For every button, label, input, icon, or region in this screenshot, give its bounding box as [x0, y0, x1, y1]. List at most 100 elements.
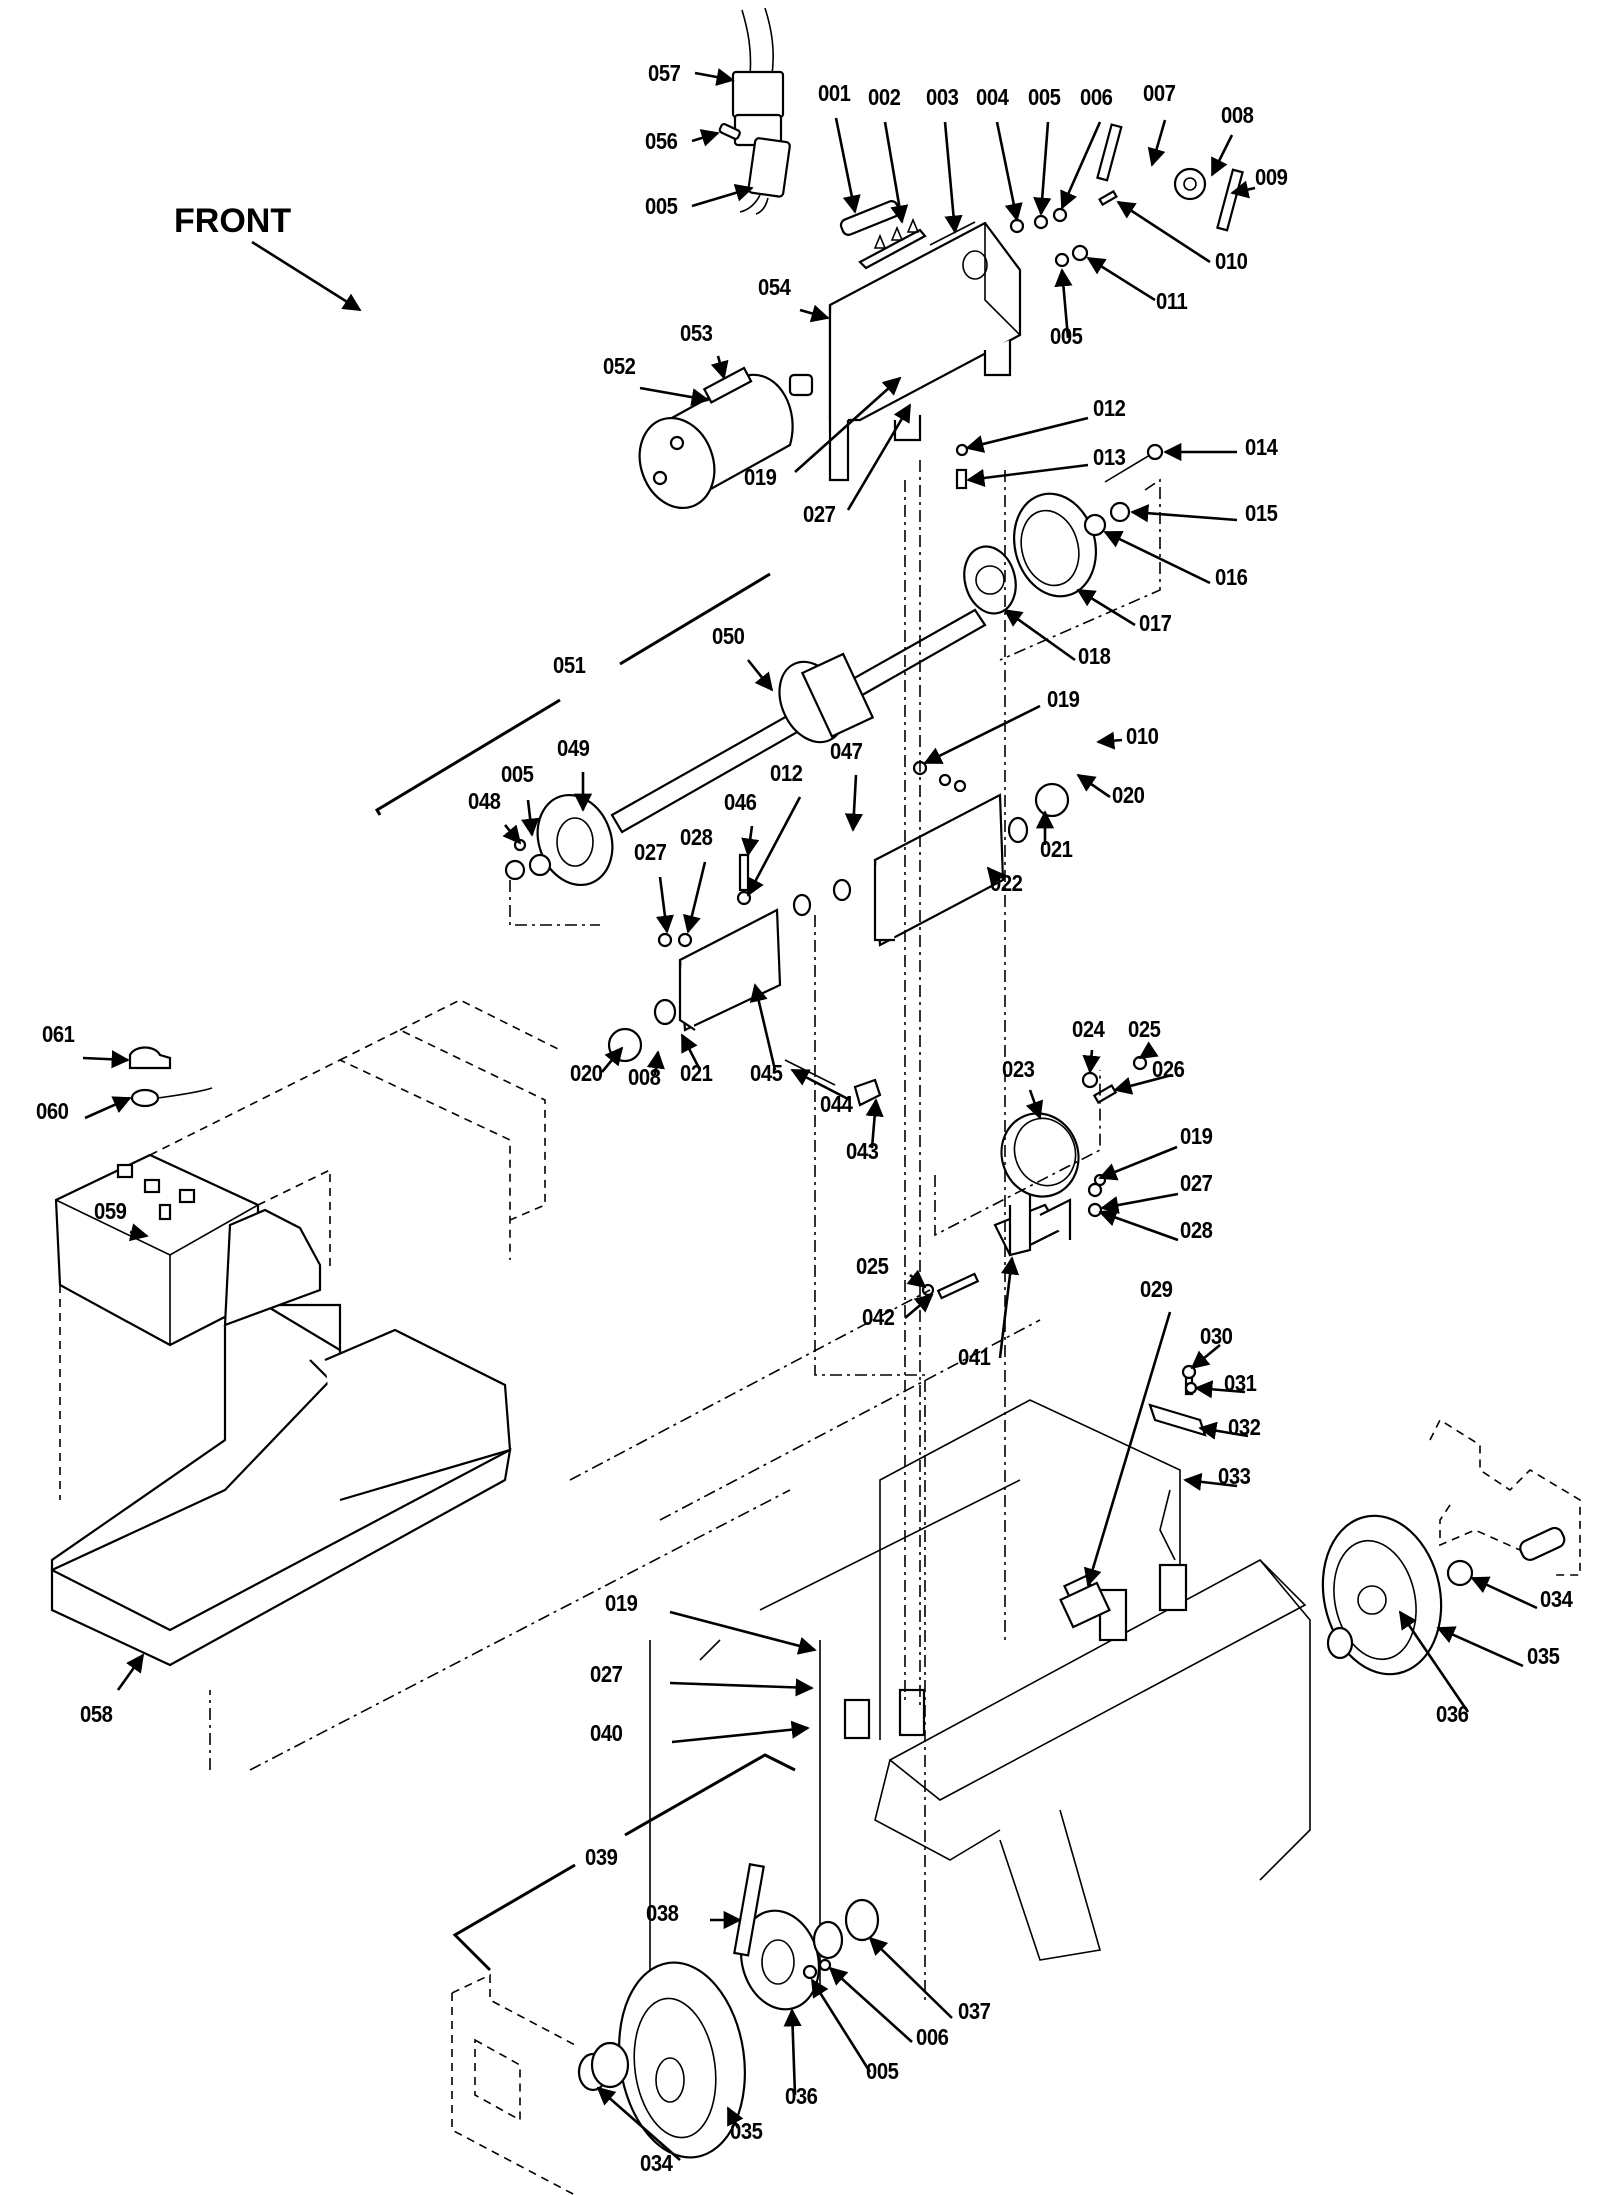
- part-callout-009: 009: [1255, 164, 1288, 190]
- part-callout-002: 002: [868, 84, 901, 110]
- part-callout-015: 015: [1245, 500, 1278, 526]
- part-callout-019d: 019: [605, 1590, 638, 1616]
- part-callout-046: 046: [724, 789, 757, 815]
- truck-frame: [569, 1289, 1311, 2020]
- center-dash-lines: [904, 460, 1006, 1710]
- part-callout-035a: 035: [1527, 1643, 1560, 1669]
- part-callout-056: 056: [645, 128, 678, 154]
- shaft-dash-box: [509, 880, 926, 2000]
- part-callout-029: 029: [1140, 1276, 1173, 1302]
- part-callout-004: 004: [976, 84, 1009, 110]
- part-callout-035b: 035: [730, 2118, 763, 2144]
- part-callout-027d: 027: [590, 1661, 623, 1687]
- battery: [54, 999, 561, 1500]
- battery-connector-receptacle: [739, 137, 791, 215]
- brake-band: [934, 1055, 1148, 1237]
- part-callout-019c: 019: [1180, 1123, 1213, 1149]
- part-callout-036b: 036: [785, 2083, 818, 2109]
- battery-terminal-060: [130, 1087, 213, 1108]
- part-callout-010a: 010: [1215, 248, 1248, 274]
- part-callout-005a: 005: [645, 193, 678, 219]
- small-fasteners-top: [955, 189, 1118, 490]
- part-callout-012a: 012: [1093, 395, 1126, 421]
- part-callout-030: 030: [1200, 1323, 1233, 1349]
- part-callout-028a: 028: [680, 824, 713, 850]
- right-wheel-bracket: [1429, 1418, 1581, 1576]
- part-callout-034a: 034: [1540, 1586, 1573, 1612]
- brake-bracket: [921, 1173, 1107, 1300]
- front-orientation-label: FRONT: [174, 202, 292, 240]
- top-chain: [1096, 123, 1244, 232]
- part-callout-044: 044: [820, 1091, 853, 1117]
- part-callout-005d: 005: [501, 761, 534, 787]
- part-callout-006b: 006: [916, 2024, 949, 2050]
- part-callout-050: 050: [712, 623, 745, 649]
- part-callout-025a: 025: [1128, 1016, 1161, 1042]
- chain-038: [733, 1863, 765, 1957]
- part-callout-045: 045: [750, 1060, 783, 1086]
- part-callout-028b: 028: [1180, 1217, 1213, 1243]
- part-callout-049: 049: [557, 735, 590, 761]
- part-callout-034b: 034: [640, 2150, 673, 2176]
- left-wheel-bracket: [451, 1973, 576, 2195]
- part-callout-038: 038: [646, 1900, 679, 1926]
- battery-tray: [50, 1208, 791, 1771]
- right-drive-wheel: [1321, 1514, 1474, 1676]
- part-callout-005e: 005: [866, 2058, 899, 2084]
- top-sprocket: [1173, 167, 1207, 201]
- part-callout-021b: 021: [680, 1060, 713, 1086]
- bearing-037: [802, 1898, 880, 1980]
- part-callout-060: 060: [36, 1098, 69, 1124]
- part-callout-019b: 019: [1047, 686, 1080, 712]
- part-callout-012b: 012: [770, 760, 803, 786]
- part-callout-019a: 019: [744, 464, 777, 490]
- part-callout-020b: 020: [570, 1060, 603, 1086]
- bracket-051: [374, 572, 771, 816]
- part-callout-039: 039: [585, 1844, 618, 1870]
- sprocket-049: [504, 793, 614, 887]
- part-callout-047: 047: [830, 738, 863, 764]
- part-callout-031: 031: [1224, 1370, 1257, 1396]
- part-callout-005b: 005: [1028, 84, 1061, 110]
- part-callout-053: 053: [680, 320, 713, 346]
- part-callout-052: 052: [603, 353, 636, 379]
- part-callout-057: 057: [648, 60, 681, 86]
- terminal-block: [839, 200, 976, 270]
- part-callout-010b: 010: [1126, 723, 1159, 749]
- bearing-plate-022: [873, 760, 1070, 947]
- part-callout-008b: 008: [628, 1064, 661, 1090]
- bearing-plate-045: [607, 853, 852, 1063]
- drive-shaft: [610, 608, 987, 834]
- part-callout-007: 007: [1143, 80, 1176, 106]
- part-callout-016: 016: [1215, 564, 1248, 590]
- part-callout-003: 003: [926, 84, 959, 110]
- screw-056: [718, 123, 741, 140]
- part-callout-014: 014: [1245, 434, 1278, 460]
- part-callout-059: 059: [94, 1198, 127, 1224]
- part-callout-061: 061: [42, 1021, 75, 1047]
- part-callout-006a: 006: [1080, 84, 1113, 110]
- leader-lines: [82, 68, 1538, 2161]
- brake-dash-box: [999, 478, 1161, 661]
- part-callout-043: 043: [846, 1138, 879, 1164]
- part-callout-017: 017: [1139, 610, 1172, 636]
- part-callout-025b: 025: [856, 1253, 889, 1279]
- part-callout-033: 033: [1218, 1463, 1251, 1489]
- part-callout-027b: 027: [634, 839, 667, 865]
- part-callout-013: 013: [1093, 444, 1126, 470]
- part-callout-041: 041: [958, 1344, 991, 1370]
- part-callout-021a: 021: [1040, 836, 1073, 862]
- part-callout-048: 048: [468, 788, 501, 814]
- part-callout-037: 037: [958, 1998, 991, 2024]
- part-callout-018: 018: [1078, 643, 1111, 669]
- part-callout-011: 011: [1156, 288, 1188, 314]
- part-callout-008a: 008: [1221, 102, 1254, 128]
- bracket-039: [452, 1753, 796, 1972]
- part-callout-024: 024: [1072, 1016, 1105, 1042]
- part-callout-040: 040: [590, 1720, 623, 1746]
- part-callout-026: 026: [1152, 1056, 1185, 1082]
- part-callout-051: 051: [553, 652, 586, 678]
- part-callout-027a: 027: [803, 501, 836, 527]
- part-callout-001: 001: [818, 80, 851, 106]
